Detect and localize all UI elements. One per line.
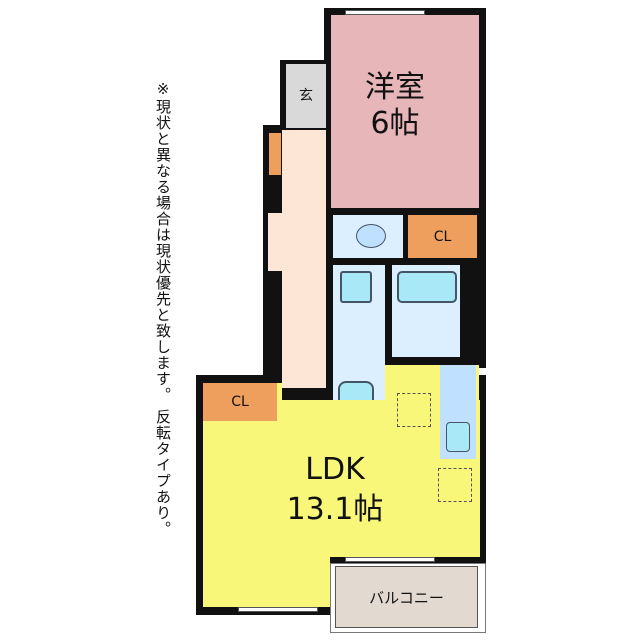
entrance (286, 64, 326, 128)
toilet-icon (356, 224, 386, 248)
ceiling-hatch-icon (438, 468, 472, 502)
storage-hatch-icon (397, 393, 431, 427)
window (345, 557, 435, 562)
ldk-bottom (280, 557, 330, 607)
window (238, 607, 318, 612)
window (345, 10, 425, 15)
closet-left-label: CL (231, 394, 249, 410)
kitchen-sink-icon (446, 422, 470, 452)
bedroom-size: 6帖 (370, 106, 420, 141)
closet-left[interactable] (203, 383, 277, 421)
sink-icon (340, 271, 372, 303)
bathtub-icon (397, 271, 457, 303)
ldk-name: LDK (305, 452, 365, 487)
balcony-label: バルコニー (369, 588, 444, 607)
bedroom-label: 洋室 6帖 (345, 70, 445, 142)
shoe-closet (269, 133, 281, 175)
ldk-size: 13.1帖 (286, 492, 384, 527)
hallway-nook (268, 213, 284, 271)
disclaimer-note: ※現状と異なる場合は現状優先と致します。 反転タイプあり。 (154, 80, 172, 537)
bedroom (331, 15, 479, 208)
closet-top-label: CL (433, 228, 452, 245)
balcony (335, 566, 478, 628)
ldk-label: LDK 13.1帖 (260, 450, 410, 530)
hallway (282, 130, 326, 388)
closet-top[interactable] (408, 215, 477, 258)
bedroom-name: 洋室 (365, 70, 425, 105)
entrance-label: 玄 (299, 88, 313, 104)
